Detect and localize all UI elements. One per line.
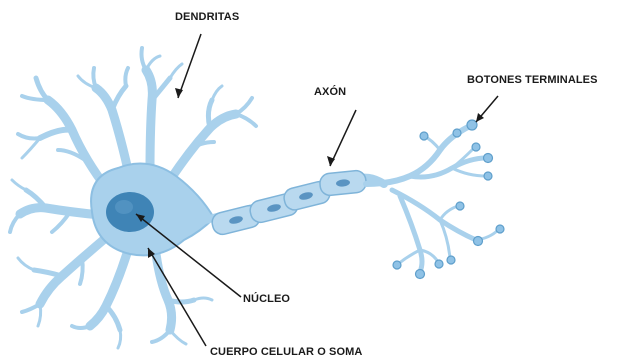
- axon-label: AXÓN: [314, 86, 346, 98]
- nucleus: [106, 192, 154, 232]
- nucleus-label: NÚCLEO: [243, 293, 290, 305]
- axon: [198, 170, 384, 237]
- myelin-sheath: [210, 170, 367, 237]
- cell-body-label: CUERPO CELULAR O SOMA: [210, 346, 362, 358]
- dendrites-label: DENDRITAS: [175, 11, 239, 23]
- axon-pointer: [330, 110, 356, 166]
- terminal-buttons-label: BOTONES TERMINALES: [467, 74, 598, 86]
